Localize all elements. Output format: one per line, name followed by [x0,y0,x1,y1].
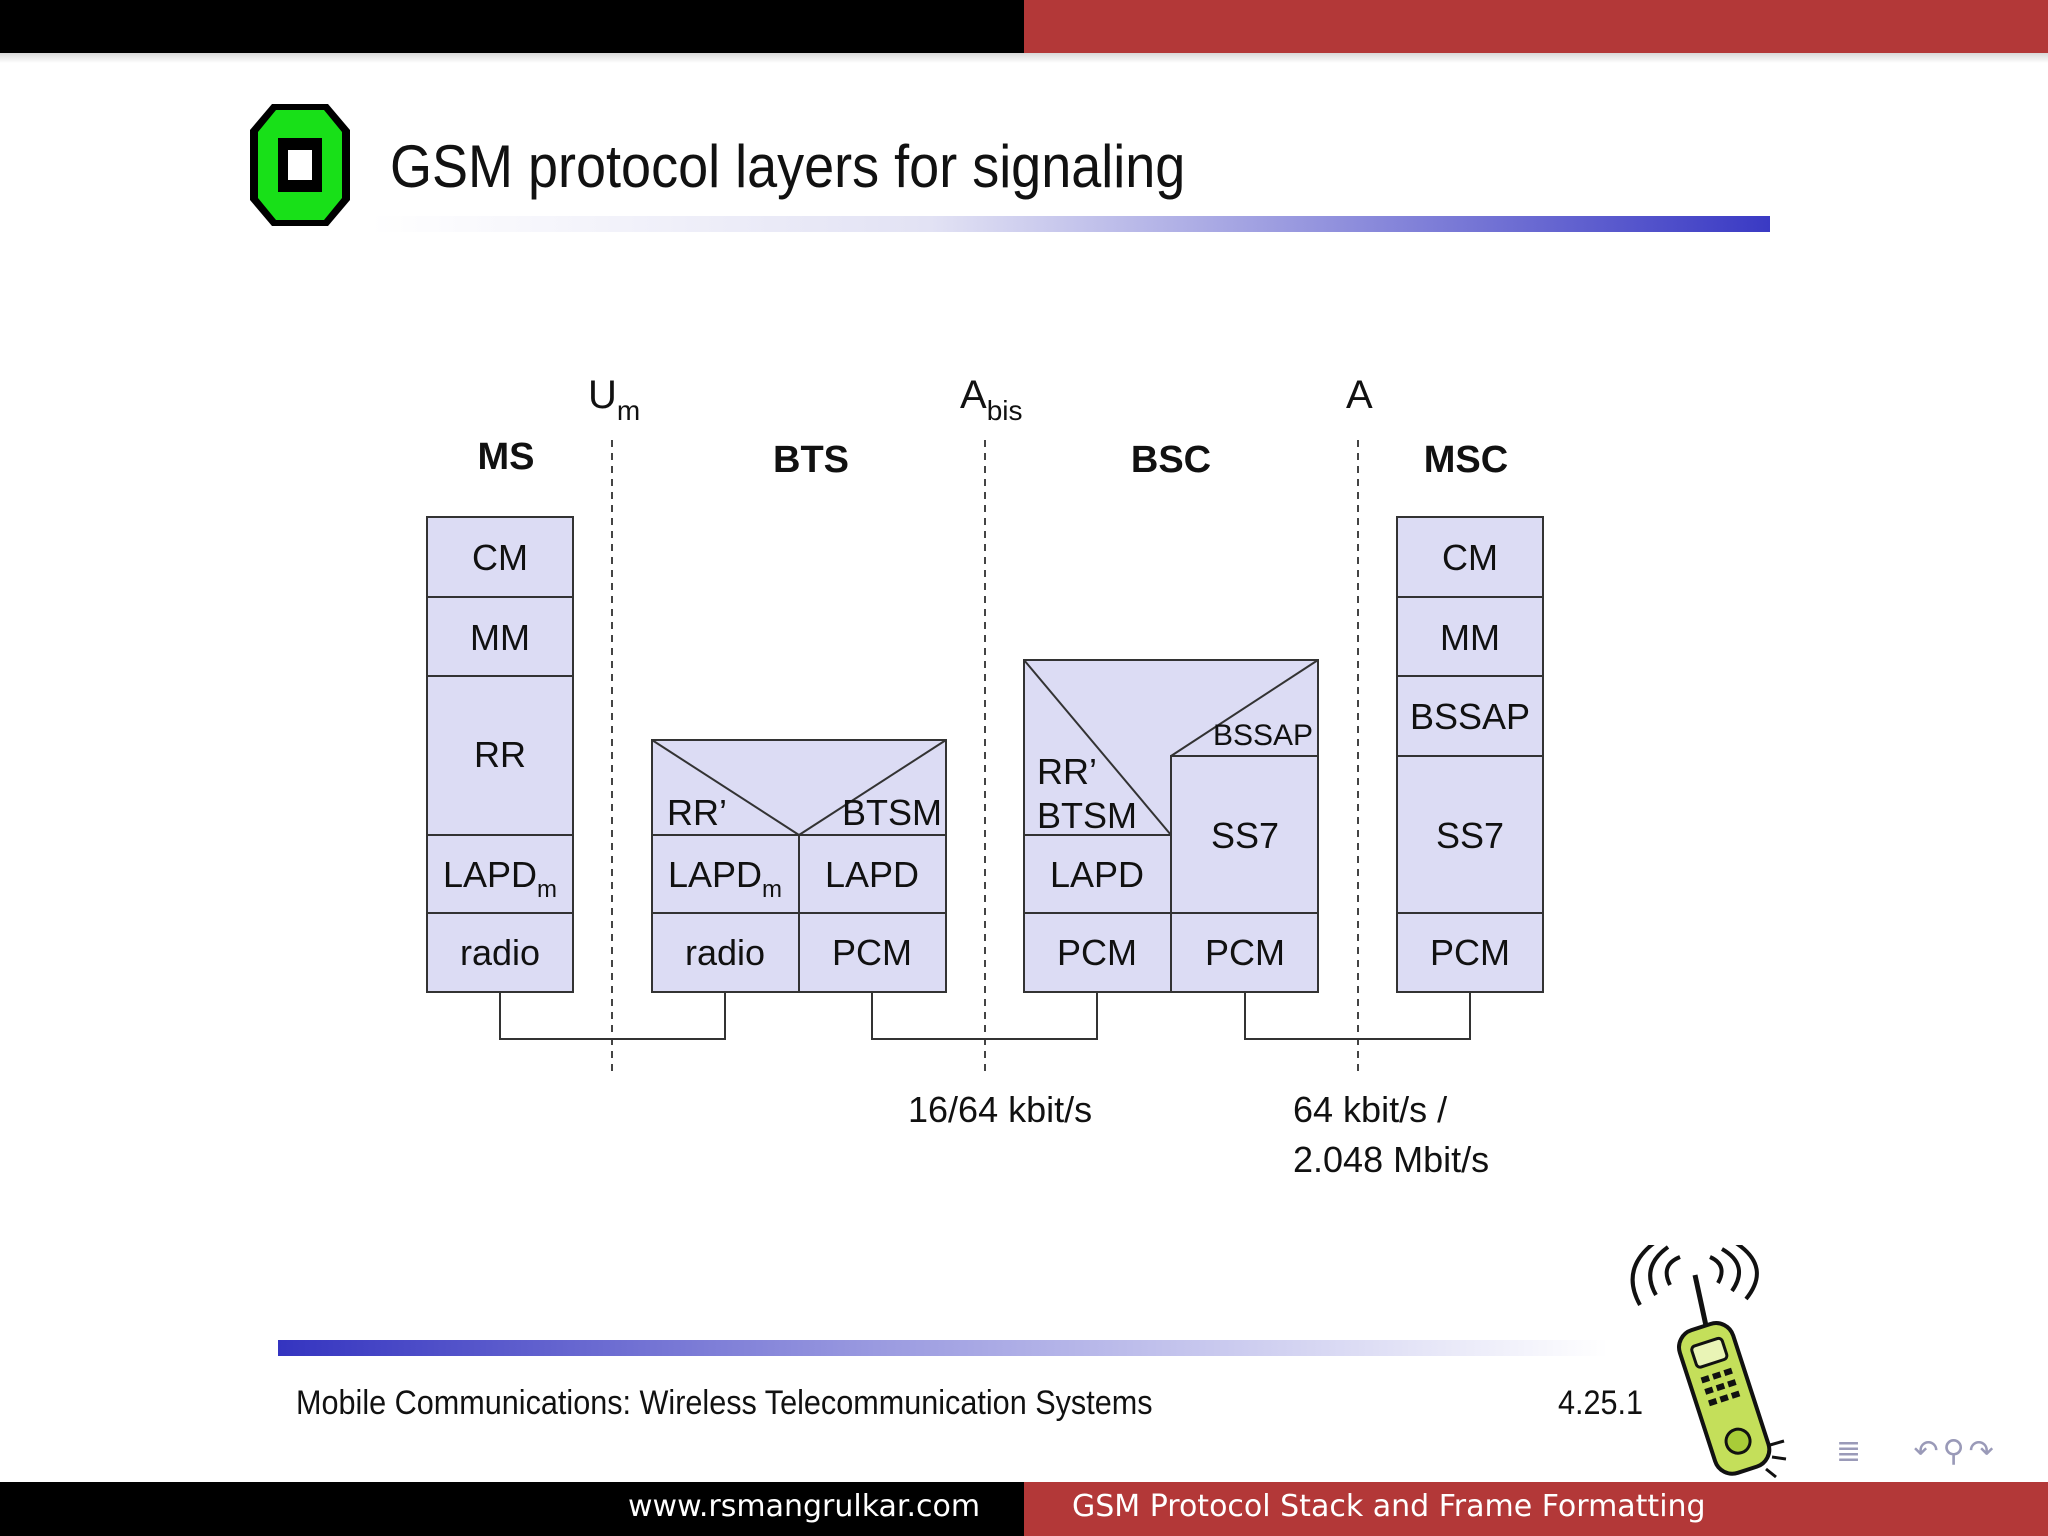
undo-icon[interactable]: ↶ [1913,1435,1942,1468]
ms-radio-label: radio [460,932,540,973]
bts-lapd-label: LAPD [825,854,919,895]
node-label-msc: MSC [1424,439,1508,481]
msc-bssap-label: BSSAP [1410,696,1530,737]
slide-footer-text: Mobile Communications: Wireless Telecomm… [296,1384,1153,1423]
navigation-controls: ≣ ↶⚲↷ [1836,1434,1998,1469]
node-label-bts: BTS [773,439,849,481]
presentation-title: GSM Protocol Stack and Frame Formatting [1072,1489,1706,1524]
mobile-phone-clipart [1600,1245,1810,1485]
bsc-rr-prime-label: RR’ [1037,751,1097,792]
bsc-bssap-label: BSSAP [1213,719,1313,752]
bts-pcm-label: PCM [832,932,912,973]
search-icon[interactable]: ⚲ [1943,1435,1969,1468]
msc-mm-label: MM [1440,617,1500,658]
bsc-pcm-right-label: PCM [1205,932,1285,973]
list-icon[interactable]: ≣ [1836,1435,1865,1468]
interface-label-um: Um [588,373,640,426]
a-rate-label-line1: 64 kbit/s / [1293,1089,1447,1130]
bsc-lapd-label: LAPD [1050,854,1144,895]
footer-rule [278,1340,1608,1356]
bts-btsm-label: BTSM [842,792,942,833]
msc-pcm-label: PCM [1430,932,1510,973]
ms-cm-label: CM [472,537,528,578]
abis-rate-label: 16/64 kbit/s [908,1089,1092,1130]
interface-label-abis: Abis [960,373,1022,426]
bsc-pcm-left-label: PCM [1057,932,1137,973]
ms-rr-label: RR [474,734,526,775]
bts-radio-label: radio [685,932,765,973]
msc-cm-label: CM [1442,537,1498,578]
a-rate-label-line2: 2.048 Mbit/s [1293,1139,1489,1180]
interface-label-a: A [1346,373,1373,417]
node-label-bsc: BSC [1131,439,1211,481]
msc-ss7-label: SS7 [1436,815,1504,856]
bts-rr-prime-label: RR’ [667,792,727,833]
ms-mm-label: MM [470,617,530,658]
node-label-ms: MS [478,436,535,478]
redo-icon[interactable]: ↷ [1969,1435,1998,1468]
bsc-ss7-label: SS7 [1211,815,1279,856]
bsc-btsm-label: BTSM [1037,795,1137,836]
website-link[interactable]: www.rsmangrulkar.com [628,1489,980,1524]
